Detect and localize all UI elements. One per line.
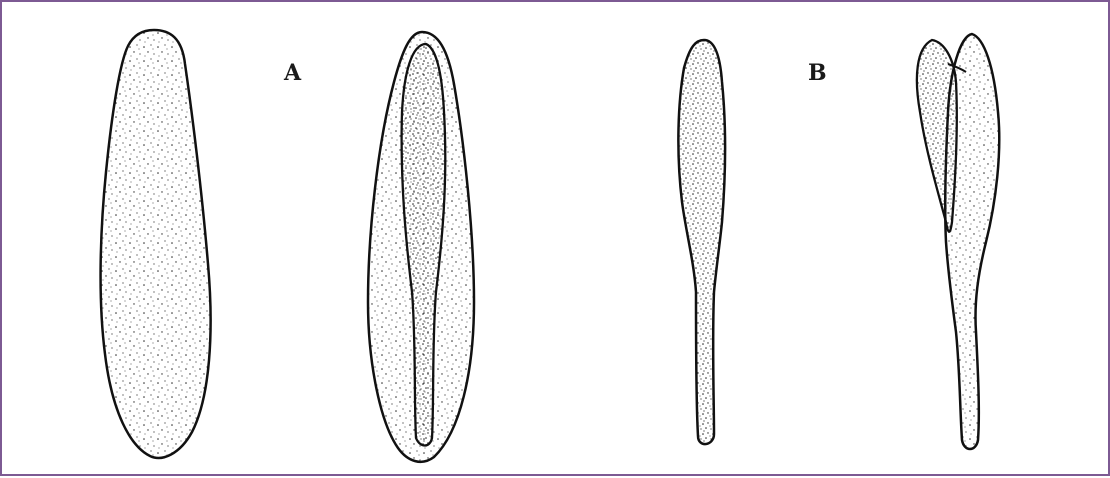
panel-label-a: A — [284, 62, 301, 84]
structure-a-septate — [368, 32, 474, 462]
structure-b-single — [678, 40, 725, 444]
panel-label-b: B — [808, 62, 827, 84]
structure-a-single — [101, 30, 211, 458]
structure-b-branched — [917, 34, 999, 449]
